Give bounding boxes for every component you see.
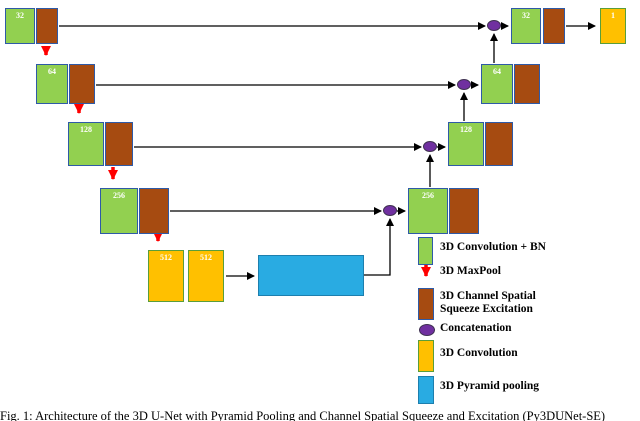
encoder-scse-block-3 <box>105 122 133 166</box>
channel-label: 128 <box>80 125 92 134</box>
encoder-scse-block-2 <box>69 64 95 104</box>
figure-caption: Fig. 1: Architecture of the 3D U-Net wit… <box>0 409 606 421</box>
bottleneck-conv-block-2: 512 <box>188 250 224 302</box>
concatenation-node <box>487 20 501 31</box>
decoder-conv-block-1: 32 <box>511 8 541 44</box>
legend-label-pyramid: 3D Pyramid pooling <box>440 380 540 392</box>
bottleneck-conv-block-1: 512 <box>148 250 184 302</box>
decoder-conv-block-3: 128 <box>448 122 484 166</box>
decoder-conv-block-4: 256 <box>408 188 448 234</box>
concatenation-node <box>383 205 397 216</box>
legend-label-conv-bn: 3D Convolution + BN <box>440 241 546 253</box>
encoder-scse-block-4 <box>139 188 169 234</box>
legend-concat-swatch <box>419 324 435 336</box>
encoder-conv-block-2: 64 <box>36 64 68 104</box>
encoder-conv-block-1: 32 <box>5 8 35 44</box>
legend-label-maxpool: 3D MaxPool <box>440 265 502 277</box>
concatenation-node <box>457 79 471 90</box>
channel-label: 512 <box>200 253 212 262</box>
channel-label: 32 <box>16 11 24 20</box>
legend-pyramid-swatch <box>418 376 434 404</box>
output-conv-block: 1 <box>600 8 626 44</box>
legend-label-conv: 3D Convolution <box>440 347 518 359</box>
legend-conv-swatch <box>418 340 434 372</box>
channel-label: 256 <box>113 191 125 200</box>
legend-conv-bn-swatch <box>418 237 433 265</box>
decoder-scse-block-2 <box>514 64 540 104</box>
encoder-scse-block-1 <box>36 8 58 44</box>
concatenation-node <box>423 141 437 152</box>
pyramid-pooling-block <box>258 255 364 296</box>
pyramid-to-concat-arrow <box>364 218 394 276</box>
legend-scse-swatch <box>418 288 434 320</box>
channel-label: 256 <box>422 191 434 200</box>
channel-label: 128 <box>460 125 472 134</box>
legend-label-concat: Concatenation <box>440 322 512 334</box>
legend-label-scse: 3D Channel Spatial Squeeze Excitation <box>440 290 536 316</box>
channel-label: 64 <box>493 67 501 76</box>
decoder-scse-block-4 <box>449 188 479 234</box>
channel-label: 512 <box>160 253 172 262</box>
decoder-scse-block-3 <box>485 122 513 166</box>
channel-label: 64 <box>48 67 56 76</box>
decoder-conv-block-2: 64 <box>481 64 513 104</box>
decoder-scse-block-1 <box>543 8 565 44</box>
channel-label: 32 <box>522 11 530 20</box>
channel-label: 1 <box>611 11 615 20</box>
encoder-conv-block-4: 256 <box>100 188 138 234</box>
encoder-conv-block-3: 128 <box>68 122 104 166</box>
